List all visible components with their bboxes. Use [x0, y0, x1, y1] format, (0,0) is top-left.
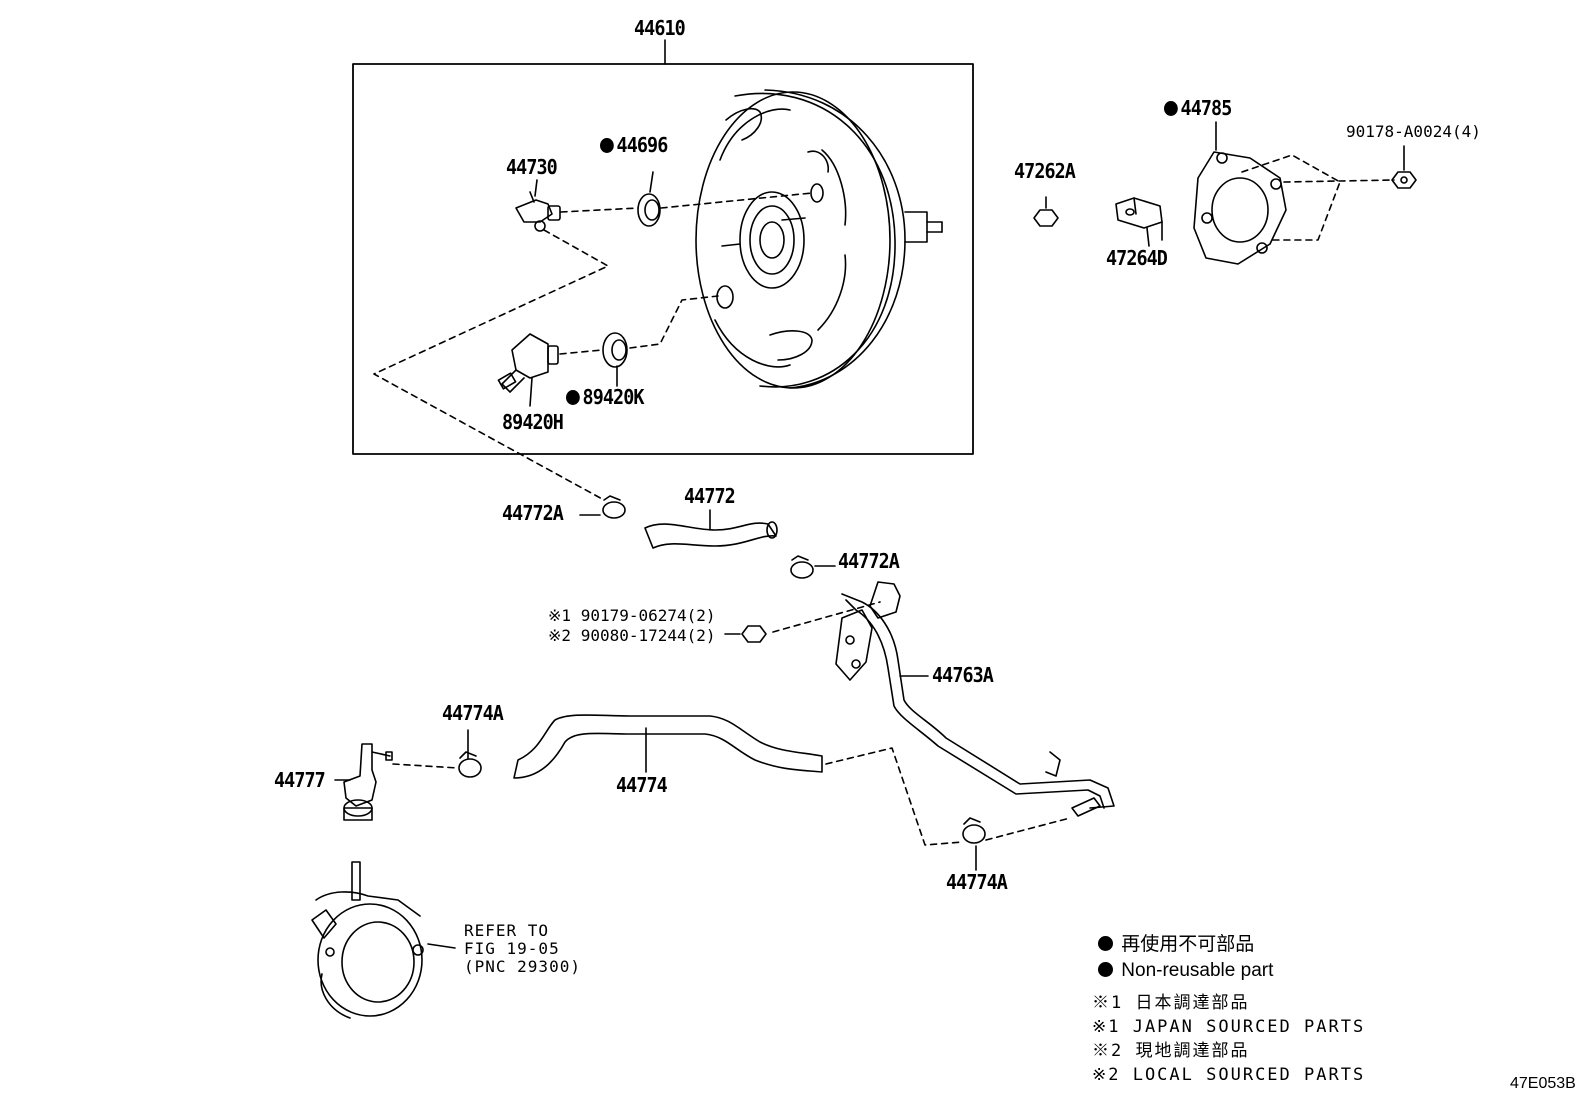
label-47262A: 47262A: [1014, 159, 1076, 183]
legend-local-en: ※2 LOCAL SOURCED PARTS: [1092, 1065, 1366, 1085]
label-90179: ※1 90179-06274(2): [548, 606, 716, 625]
label-44785: 44785: [1164, 98, 1232, 118]
grommet-44696: [637, 193, 661, 227]
label-44774: 44774: [616, 773, 668, 797]
refer-line-1: REFER TO: [464, 921, 550, 940]
check-valve-44730: [515, 191, 561, 232]
brake-booster: [695, 89, 943, 389]
clip-44772A-upper: [602, 495, 626, 519]
label-44763A: 44763A: [932, 663, 994, 687]
hose-44772: [644, 521, 778, 549]
label-89420H: 89420H: [502, 410, 564, 434]
label-44772A-upper: 44772A: [502, 501, 564, 525]
refer-line-2: FIG 19-05: [464, 939, 560, 958]
non-reusable-dot: [566, 390, 580, 405]
legend-nonreusable-en: Non-reusable part: [1098, 961, 1273, 980]
label-44777: 44777: [274, 768, 326, 792]
label-89420K: 89420K: [566, 387, 644, 407]
hose-44774: [513, 714, 823, 779]
clip-44774A-right: [962, 817, 986, 844]
non-reusable-dot: [600, 138, 614, 153]
figure-code: 47E053B: [1510, 1075, 1576, 1092]
label-90080: ※2 90080-17244(2): [548, 626, 716, 645]
legend-japan-en: ※1 JAPAN SOURCED PARTS: [1092, 1017, 1366, 1037]
dashed-connections: [373, 154, 1395, 846]
non-reusable-dot: [1098, 962, 1113, 977]
label-44696: 44696: [600, 135, 668, 155]
label-44610: 44610: [634, 16, 686, 40]
label-44730: 44730: [506, 155, 558, 179]
label-44774A-right: 44774A: [946, 870, 1008, 894]
valve-44777: [343, 743, 393, 821]
vacuum-pump: [311, 861, 424, 1019]
nut-90178: [1391, 171, 1417, 189]
nut-90179: [741, 625, 767, 643]
sensor-89420H: [497, 333, 559, 393]
non-reusable-dot: [1164, 101, 1178, 116]
pipe-44763A: [835, 581, 1115, 817]
label-47264D: 47264D: [1106, 246, 1168, 270]
gasket-44785: [1193, 151, 1287, 265]
grommet-89420K: [602, 332, 628, 368]
refer-line-3: (PNC 29300): [464, 957, 581, 976]
label-44772A-lower: 44772A: [838, 549, 900, 573]
nut-47262A: [1033, 196, 1059, 227]
brake-booster-group-frame: [352, 39, 974, 455]
leader-lines: [334, 121, 1405, 949]
refer-note: REFER TO FIG 19-05 (PNC 29300): [464, 922, 581, 976]
clevis-47264D: [1115, 197, 1163, 247]
label-90178: 90178-A0024(4): [1346, 122, 1481, 141]
legend-nonreusable-jp: 再使用不可部品: [1098, 935, 1254, 954]
label-44774A-left: 44774A: [442, 701, 504, 725]
legend-japan-jp: ※1 日本調達部品: [1092, 993, 1250, 1013]
non-reusable-dot: [1098, 936, 1113, 951]
legend-local-jp: ※2 現地調達部品: [1092, 1041, 1250, 1061]
label-44772: 44772: [684, 484, 736, 508]
clip-44772A-lower: [790, 555, 814, 579]
clip-44774A-left: [458, 751, 482, 778]
